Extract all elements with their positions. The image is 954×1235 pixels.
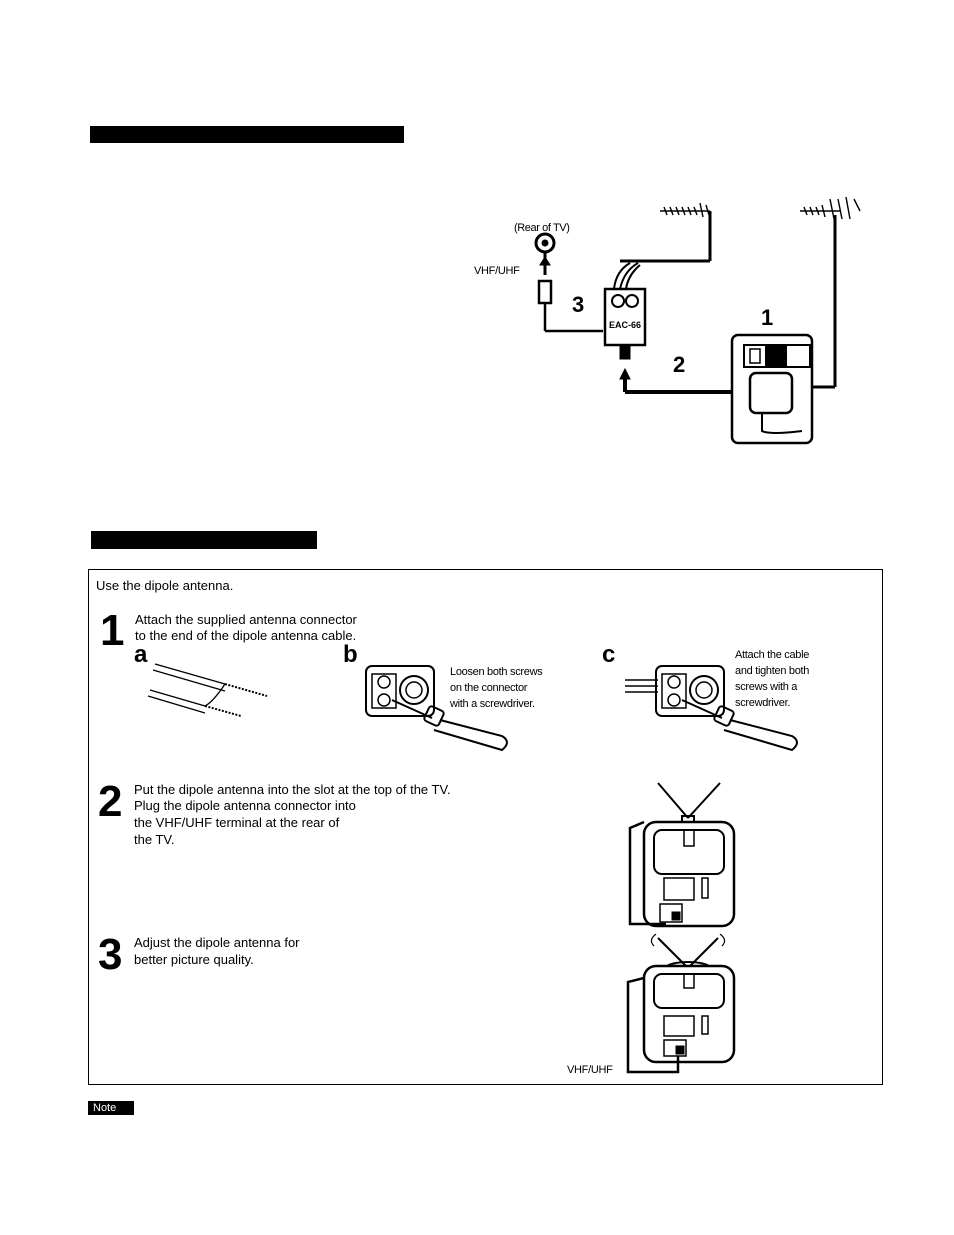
step-1b-text-line1: Loosen both screws xyxy=(450,666,543,678)
connector-tighten-illustration xyxy=(625,665,798,752)
step-1c-text-line3: screws with a xyxy=(735,681,798,693)
uhf-antenna-icon xyxy=(800,196,861,389)
note-label: Note xyxy=(88,1101,134,1115)
step-1-number: 1 xyxy=(100,606,125,655)
vhf-uhf-label: VHF/UHF xyxy=(474,265,520,277)
diagram-step-3: 3 xyxy=(572,292,585,317)
step-1b-text-line2: on the connector xyxy=(450,682,528,694)
step-1-line1: Attach the supplied antenna connector xyxy=(135,612,357,627)
vhf-antenna-icon xyxy=(620,202,712,263)
step-3-number: 3 xyxy=(98,930,123,979)
step-1c-text-line1: Attach the cable xyxy=(735,649,810,661)
tv-jack-icon xyxy=(534,232,603,333)
connector-loosen-illustration xyxy=(365,665,508,752)
eac-adapter-icon xyxy=(603,262,647,360)
wall-outlet-icon xyxy=(730,333,814,445)
diagram-step-1: 1 xyxy=(761,305,774,330)
dipole-intro: Use the dipole antenna. xyxy=(96,578,234,593)
sub-step-b: b xyxy=(343,641,358,668)
step-3-line2: better picture quality. xyxy=(134,952,254,967)
step-3-line1: Adjust the dipole antenna for xyxy=(134,935,300,950)
cable-line xyxy=(619,367,732,394)
section-header-bar-top xyxy=(90,126,404,143)
dipole-instructions-box xyxy=(88,569,883,1085)
vhf-uhf-terminal-label: VHF/UHF xyxy=(567,1064,613,1076)
step-2-line4: the TV. xyxy=(134,832,175,847)
step-1c-text-line4: screwdriver. xyxy=(735,697,791,709)
eac-label: EAC-66 xyxy=(609,320,642,330)
section-header-bar-dipole xyxy=(91,531,317,549)
step-2-line2: Plug the dipole antenna connector into xyxy=(134,798,356,813)
step-2-number: 2 xyxy=(98,777,123,826)
step-2-line1: Put the dipole antenna into the slot at … xyxy=(134,782,451,797)
sub-step-a: a xyxy=(134,641,148,668)
step-1c-text-line2: and tighten both xyxy=(735,665,810,677)
cable-end-illustration xyxy=(147,663,268,717)
sub-step-c: c xyxy=(602,641,616,668)
tv-rear-illustration xyxy=(626,782,736,1074)
diagram-step-2: 2 xyxy=(673,352,686,377)
step-1b-text-line3: with a screwdriver. xyxy=(450,698,535,710)
antenna-connection-diagram: (Rear of TV) VHF/UHF EAC-66 3 1 2 xyxy=(470,195,880,455)
step-1-line2: to the end of the dipole antenna cable. xyxy=(135,628,357,643)
step-2-line3: the VHF/UHF terminal at the rear of xyxy=(134,815,340,830)
antenna-connection-drawing xyxy=(534,196,861,445)
rear-of-tv-label: (Rear of TV) xyxy=(514,222,570,234)
